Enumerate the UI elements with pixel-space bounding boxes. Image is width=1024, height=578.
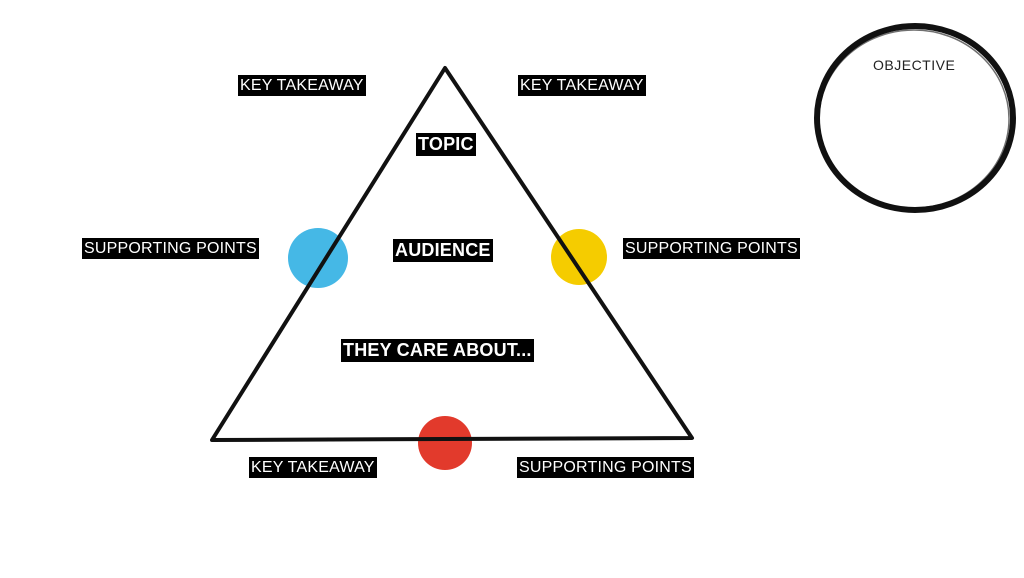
red-dot: [418, 416, 472, 470]
key-takeaway-top-right-label: KEY TAKEAWAY: [518, 75, 646, 96]
key-takeaway-bottom-label: KEY TAKEAWAY: [249, 457, 377, 478]
objective-circle: [814, 23, 1016, 213]
yellow-dot: [551, 229, 607, 285]
objective-circle-inner-stroke: [818, 29, 1010, 209]
topic-label: TOPIC: [416, 133, 476, 156]
blue-dot: [288, 228, 348, 288]
supporting-points-right-label: SUPPORTING POINTS: [623, 238, 800, 259]
triangle: [210, 66, 694, 442]
they-care-about-label: THEY CARE ABOUT...: [341, 339, 534, 362]
objective-label: OBJECTIVE: [873, 57, 956, 73]
key-takeaway-top-left-label: KEY TAKEAWAY: [238, 75, 366, 96]
audience-label: AUDIENCE: [393, 239, 493, 262]
supporting-points-bottom-label: SUPPORTING POINTS: [517, 457, 694, 478]
supporting-points-left-label: SUPPORTING POINTS: [82, 238, 259, 259]
